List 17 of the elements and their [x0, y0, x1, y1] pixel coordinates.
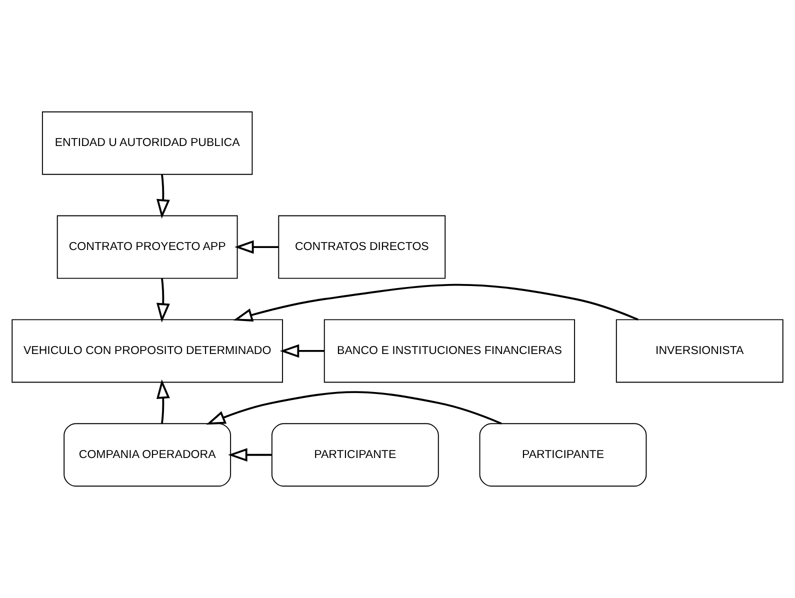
- node-box: PARTICIPANTE: [271, 423, 439, 487]
- arrow: [280, 344, 324, 358]
- arrow: [206, 391, 502, 425]
- arrow: [228, 448, 272, 462]
- arrow: [156, 278, 170, 323]
- node-box: ENTIDAD U AUTORIDAD PUBLICA: [42, 111, 253, 175]
- node-box: CONTRATO PROYECTO APP: [56, 215, 238, 279]
- arrow: [156, 174, 170, 219]
- arrow: [233, 284, 638, 322]
- arrow: [156, 379, 170, 424]
- arrow: [234, 240, 278, 254]
- node-box: COMPANIA OPERADORA: [64, 423, 232, 487]
- node-box: INVERSIONISTA: [616, 319, 784, 383]
- node-box: VEHICULO CON PROPOSITO DETERMINADO: [12, 319, 283, 383]
- node-box: PARTICIPANTE: [479, 423, 647, 487]
- node-box: CONTRATOS DIRECTOS: [278, 215, 446, 279]
- node-box: BANCO E INSTITUCIONES FINANCIERAS: [324, 319, 576, 383]
